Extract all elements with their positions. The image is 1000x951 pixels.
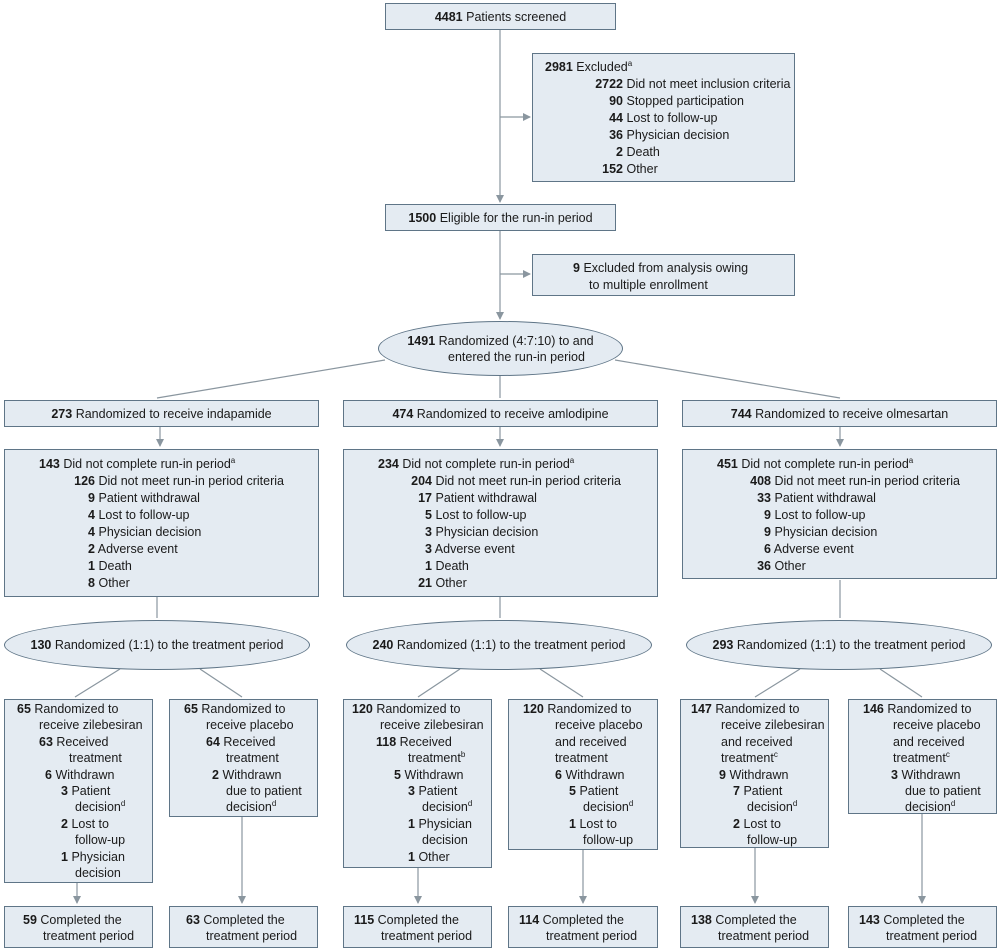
eligible-count: 1500 [408, 211, 437, 225]
list-item: 2 Adverse event [88, 542, 178, 556]
list-item: 4 Lost to follow-up [88, 508, 190, 522]
excluded-footnote: a [627, 58, 633, 68]
list-item: 21 Other [418, 576, 467, 590]
list-item: 1 Death [425, 559, 469, 573]
runin-olmesartan-box: 451 Did not complete run-in perioda 408 … [682, 449, 997, 579]
treat-oval-amlodipine: 240 Randomized (1:1) to the treatment pe… [346, 620, 652, 670]
sub-indapamide-placebo: 65 Randomized to receive placebo 64 Rece… [169, 699, 318, 817]
excluded-list: 2722 Did not meet inclusion criteria 90 … [589, 76, 794, 178]
list-item: 36 Physician decision [609, 128, 730, 142]
excluded-analysis-line1: Excluded from analysis owing [583, 261, 749, 275]
randomized-count: 1491 [407, 333, 436, 348]
list-item: 17 Patient withdrawal [418, 491, 537, 505]
screened-label: Patients screened [466, 10, 567, 24]
screened-box: 4481 Patients screened [385, 3, 616, 30]
excluded-analysis-line2: to multiple enrollment [589, 278, 708, 292]
completed-box: 115 Completed the treatment period [343, 906, 492, 948]
arm-label: Randomized to receive olmesartan [755, 407, 949, 421]
eligible-label: Eligible for the run-in period [439, 211, 593, 225]
list-item: 126 Did not meet run-in period criteria [74, 474, 284, 488]
line-treat1-sub1 [74, 668, 121, 698]
completed-box: 138 Completed the treatment period [680, 906, 829, 948]
line-to-arm-1 [156, 359, 386, 399]
list-item: 204 Did not meet run-in period criteria [411, 474, 621, 488]
sub-indapamide-zilebesiran: 65 Randomized to receive zilebesiran 63 … [4, 699, 153, 883]
list-item: 408 Did not meet run-in period criteria [750, 474, 960, 488]
runin-amlodipine-box: 234 Did not complete run-in perioda 204 … [343, 449, 658, 597]
treat-oval-indapamide: 130 Randomized (1:1) to the treatment pe… [4, 620, 310, 670]
runin-indapamide-box: 143 Did not complete run-in perioda 126 … [4, 449, 319, 597]
line-treat2-sub3 [417, 668, 461, 698]
screened-count: 4481 [434, 10, 463, 24]
list-item: 2722 Did not meet inclusion criteria [595, 77, 791, 91]
list-item: 5 Lost to follow-up [425, 508, 527, 522]
line-treat3-sub5 [754, 668, 801, 698]
list-item: 9 Lost to follow-up [764, 508, 866, 522]
list-item: 2 Death [616, 145, 660, 159]
excluded-count: 2981 [545, 60, 573, 74]
list-item: 152 Other [602, 162, 658, 176]
line-treat1-sub2 [199, 668, 243, 698]
sub-amlodipine-placebo: 120 Randomized to receive placebo and re… [508, 699, 658, 850]
list-item: 3 Physician decision [425, 525, 539, 539]
list-item: 3 Adverse event [425, 542, 515, 556]
sub-olmesartan-zilebesiran: 147 Randomized to receive zilebesiran an… [680, 699, 829, 848]
list-item: 9 Patient withdrawal [88, 491, 200, 505]
arm-count: 474 [392, 407, 414, 421]
completed-box: 59 Completed the treatment period [4, 906, 153, 948]
list-item: 90 Stopped participation [609, 94, 744, 108]
arm-indapamide-box: 273 Randomized to receive indapamide [4, 400, 319, 427]
completed-box: 143 Completed the treatment period [848, 906, 997, 948]
list-item: 33 Patient withdrawal [757, 491, 876, 505]
arm-count: 744 [730, 407, 752, 421]
list-item: 36 Other [757, 559, 806, 573]
sub-amlodipine-zilebesiran: 120 Randomized to receive zilebesiran 11… [343, 699, 492, 868]
randomized-oval: 1491 Randomized (4:7:10) to and entered … [378, 321, 623, 376]
line-treat3-sub6 [879, 668, 923, 698]
completed-box: 63 Completed the treatment period [169, 906, 318, 948]
randomized-line2: entered the run-in period [448, 349, 585, 364]
line-treat2-sub4 [539, 668, 584, 698]
list-item: 1 Death [88, 559, 132, 573]
excluded-analysis-box: 9 Excluded from analysis owing to multip… [532, 254, 795, 296]
eligible-box: 1500 Eligible for the run-in period [385, 204, 616, 231]
list-item: 44 Lost to follow-up [609, 111, 718, 125]
list-item: 9 Physician decision [764, 525, 878, 539]
excluded-label: Excluded [576, 60, 628, 74]
list-item: 6 Adverse event [764, 542, 854, 556]
line-to-arm-3 [614, 359, 841, 399]
arm-olmesartan-box: 744 Randomized to receive olmesartan [682, 400, 997, 427]
arm-label: Randomized to receive amlodipine [416, 407, 609, 421]
arm-count: 273 [51, 407, 73, 421]
completed-box: 114 Completed the treatment period [508, 906, 658, 948]
excluded-analysis-count: 9 [573, 261, 580, 275]
excluded-box: 2981 Excludeda 2722 Did not meet inclusi… [532, 53, 795, 182]
list-item: 8 Other [88, 576, 130, 590]
treat-oval-olmesartan: 293 Randomized (1:1) to the treatment pe… [686, 620, 992, 670]
arm-label: Randomized to receive indapamide [75, 407, 272, 421]
randomized-line1: Randomized (4:7:10) to and [438, 333, 594, 348]
list-item: 4 Physician decision [88, 525, 202, 539]
sub-olmesartan-placebo: 146 Randomized to receive placebo and re… [848, 699, 997, 814]
arm-amlodipine-box: 474 Randomized to receive amlodipine [343, 400, 658, 427]
